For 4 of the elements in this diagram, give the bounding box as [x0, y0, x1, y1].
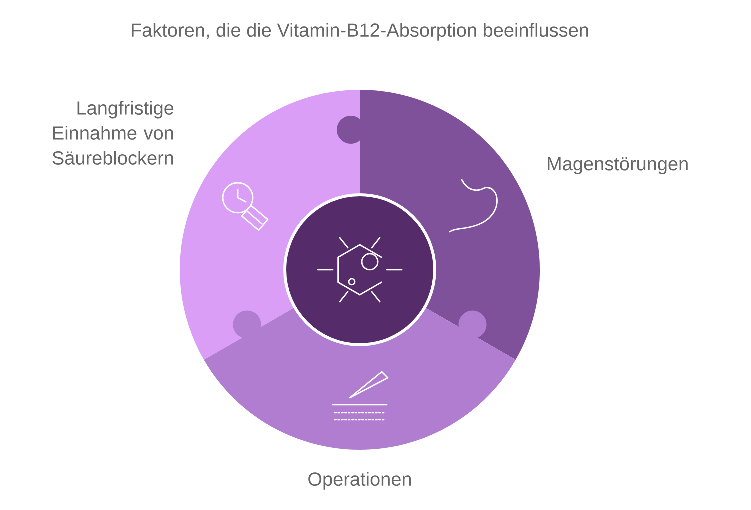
title: Faktoren, die die Vitamin-B12-Absorption beeinflussen: [132, 23, 588, 41]
segment-label: Langfristige Einnahme von Säureblockern: [52, 101, 174, 165]
segment-label: Operationen: [308, 472, 412, 490]
segment-label: Magenstörungen: [548, 157, 688, 174]
